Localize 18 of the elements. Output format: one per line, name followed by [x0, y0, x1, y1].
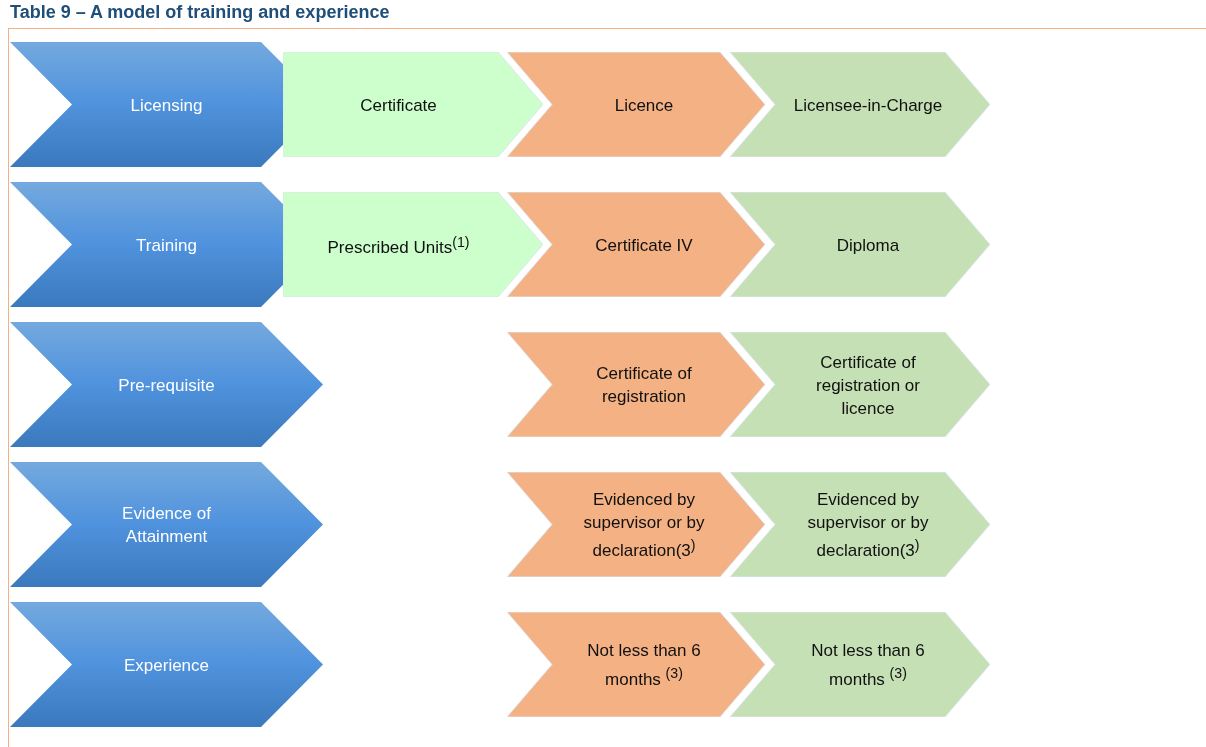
stage-text: Not less than 6 months $^{(3)}$ [810, 639, 926, 691]
stage-text: Certificate IV [594, 234, 694, 256]
stage-text: Diploma [835, 234, 901, 256]
stage-text: Evidenced by supervisor or by declaration(3$^{)}$ [582, 488, 706, 562]
stage-text: Licensee-in-Charge [793, 94, 943, 116]
stage-text: Certificate of registration or licence [815, 351, 921, 419]
row-heading: Experience [122, 654, 211, 676]
stage-text: Certificate [359, 94, 438, 116]
row-heading: Licensing [129, 94, 204, 116]
stage-text: Prescribed Units$^{(1)}$ [326, 232, 471, 259]
stage-text: Evidenced by supervisor or by declaration(3$^{)}$ [806, 488, 930, 562]
stage-text: Licence [613, 94, 675, 116]
row-heading: Evidence of Attainment [121, 502, 212, 548]
stage-text: Certificate of registration [595, 362, 693, 408]
stage-text: Not less than 6 months $^{(3)}$ [586, 639, 702, 691]
row-heading: Pre-requisite [117, 374, 216, 396]
table-title: Table 9 – A model of training and experience [10, 2, 390, 23]
row-heading: Training [135, 234, 198, 256]
